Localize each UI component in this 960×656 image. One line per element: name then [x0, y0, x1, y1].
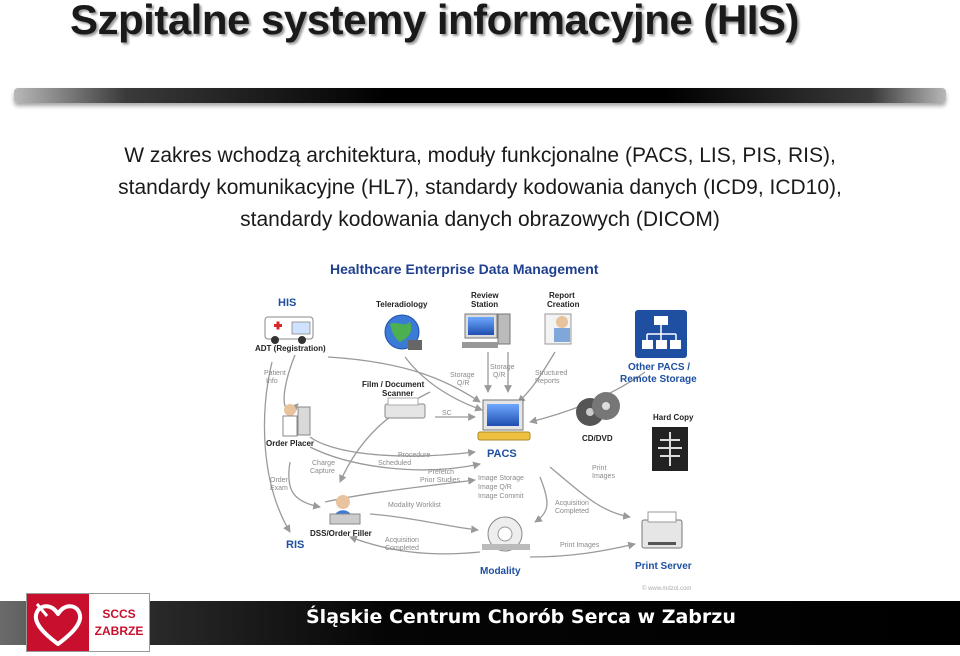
diagram-credit: © www.mdzol.com [642, 585, 691, 592]
edge-label-acq-1b: Completed [555, 508, 589, 515]
edge-label-storage-1b: Q/R [457, 380, 469, 387]
modality-node [482, 516, 530, 552]
edge-label-charge-1: Charge [312, 460, 335, 467]
sccs-logo: SCCS ZABRZE [26, 593, 150, 652]
logo-text: SCCS ZABRZE [93, 606, 145, 640]
his-node [264, 316, 314, 344]
film-label-1: Film / Document [362, 380, 425, 389]
edge-label-image-qr: Image Q/R [478, 484, 512, 491]
other-pacs-label-2: Remote Storage [620, 374, 697, 385]
edge-label-patient-2: Info [266, 378, 278, 385]
edge-label-acq-2a: Acquisition [385, 537, 419, 544]
print-server-label: Print Server [635, 561, 692, 572]
edge-label-order-1: Order [270, 477, 289, 484]
edge-label-image-commit: Image Commit [478, 493, 524, 500]
intro-line-1: W zakres wchodzą architektura, moduły fu… [124, 144, 836, 167]
footer: SCCS ZABRZE Śląskie Centrum Chorób Serca… [0, 593, 960, 652]
report-creation-node [544, 313, 572, 345]
intro-line-2: standardy komunikacyjne (HL7), standardy… [118, 176, 842, 199]
report-label-1: Report [549, 291, 575, 300]
network-icon [635, 310, 687, 358]
edge-label-patient-1: Patient [264, 370, 286, 377]
edge-label-acq-2b: Completed [385, 545, 419, 552]
edge-label-storage-2b: Q/R [493, 372, 505, 379]
modality-label: Modality [480, 566, 521, 577]
edge-label-modality-worklist: Modality Worklist [388, 502, 441, 509]
edge-label-image-storage: Image Storage [478, 475, 524, 482]
review-label-2: Station [471, 300, 498, 309]
edge-label-print-1: Print [592, 465, 606, 472]
diagram-title: Healthcare Enterprise Data Management [330, 261, 599, 277]
scanner-node [384, 397, 426, 419]
footer-institution-name: Śląskie Centrum Chorób Serca w Zabrzu [306, 606, 736, 628]
other-pacs-label-1: Other PACS / [628, 362, 690, 373]
cd-dvd-label: CD/DVD [582, 434, 613, 443]
edge-labels: Patient Info Storage Q/R Storage Q/R Str… [264, 364, 615, 552]
review-label-1: Review [471, 291, 499, 300]
edge-label-prefetch-2: Prior Studies [420, 477, 461, 484]
edge-label-acq-1a: Acquisition [555, 500, 589, 507]
film-label-2: Scanner [382, 389, 414, 398]
edge-label-storage-2a: Storage [490, 364, 515, 371]
teleradiology-node [384, 314, 422, 350]
edge-label-sc: SC [442, 410, 452, 417]
edge-label-procedure-2: Scheduled [378, 460, 411, 467]
dss-order-filler-node [329, 495, 361, 525]
logo-line-1: SCCS [102, 607, 136, 621]
report-label-2: Creation [547, 300, 580, 309]
teleradiology-label: Teleradiology [376, 300, 428, 309]
review-station-node [462, 313, 511, 348]
order-placer-label: Order Placer [266, 439, 314, 448]
pacs-label: PACS [487, 448, 517, 460]
healthcare-data-diagram: Healthcare Enterprise Data Management HI… [255, 261, 697, 592]
edge-label-print-images-bottom: Print Images [560, 542, 600, 549]
hard-copy-node [652, 427, 688, 471]
edge-label-structured-1: Structured [535, 370, 567, 377]
edge-label-prefetch-1: Prefetch [428, 469, 454, 476]
pacs-workstation-node [477, 399, 531, 441]
his-label: HIS [278, 297, 296, 309]
ris-label: RIS [286, 539, 304, 551]
cd-dvd-icon [576, 392, 620, 426]
intro-text: W zakres wchodzą architektura, moduły fu… [0, 140, 960, 236]
title-underline-bar [14, 88, 946, 103]
hard-copy-label: Hard Copy [653, 413, 694, 422]
edge-label-storage-1a: Storage [450, 372, 475, 379]
edge-label-print-2: Images [592, 473, 615, 480]
heart-logo-icon [27, 594, 89, 651]
logo-line-2: ZABRZE [94, 624, 144, 638]
dss-label: DSS/Order Filler [310, 529, 372, 538]
edge-label-procedure-1: Procedure [398, 452, 430, 459]
print-server-node [641, 511, 683, 549]
edge-label-order-2: Exam [270, 485, 288, 492]
edge-label-structured-2: Reports [535, 378, 560, 385]
edge-label-charge-2: Capture [310, 468, 335, 475]
diagram-connectors [263, 351, 646, 558]
intro-line-3: standardy kodowania danych obrazowych (D… [240, 208, 720, 231]
adt-label: ADT (Registration) [255, 344, 326, 353]
order-placer-node [282, 404, 311, 437]
footer-band [0, 601, 960, 645]
slide-title: Szpitalne systemy informacyjne (HIS) [70, 0, 799, 43]
